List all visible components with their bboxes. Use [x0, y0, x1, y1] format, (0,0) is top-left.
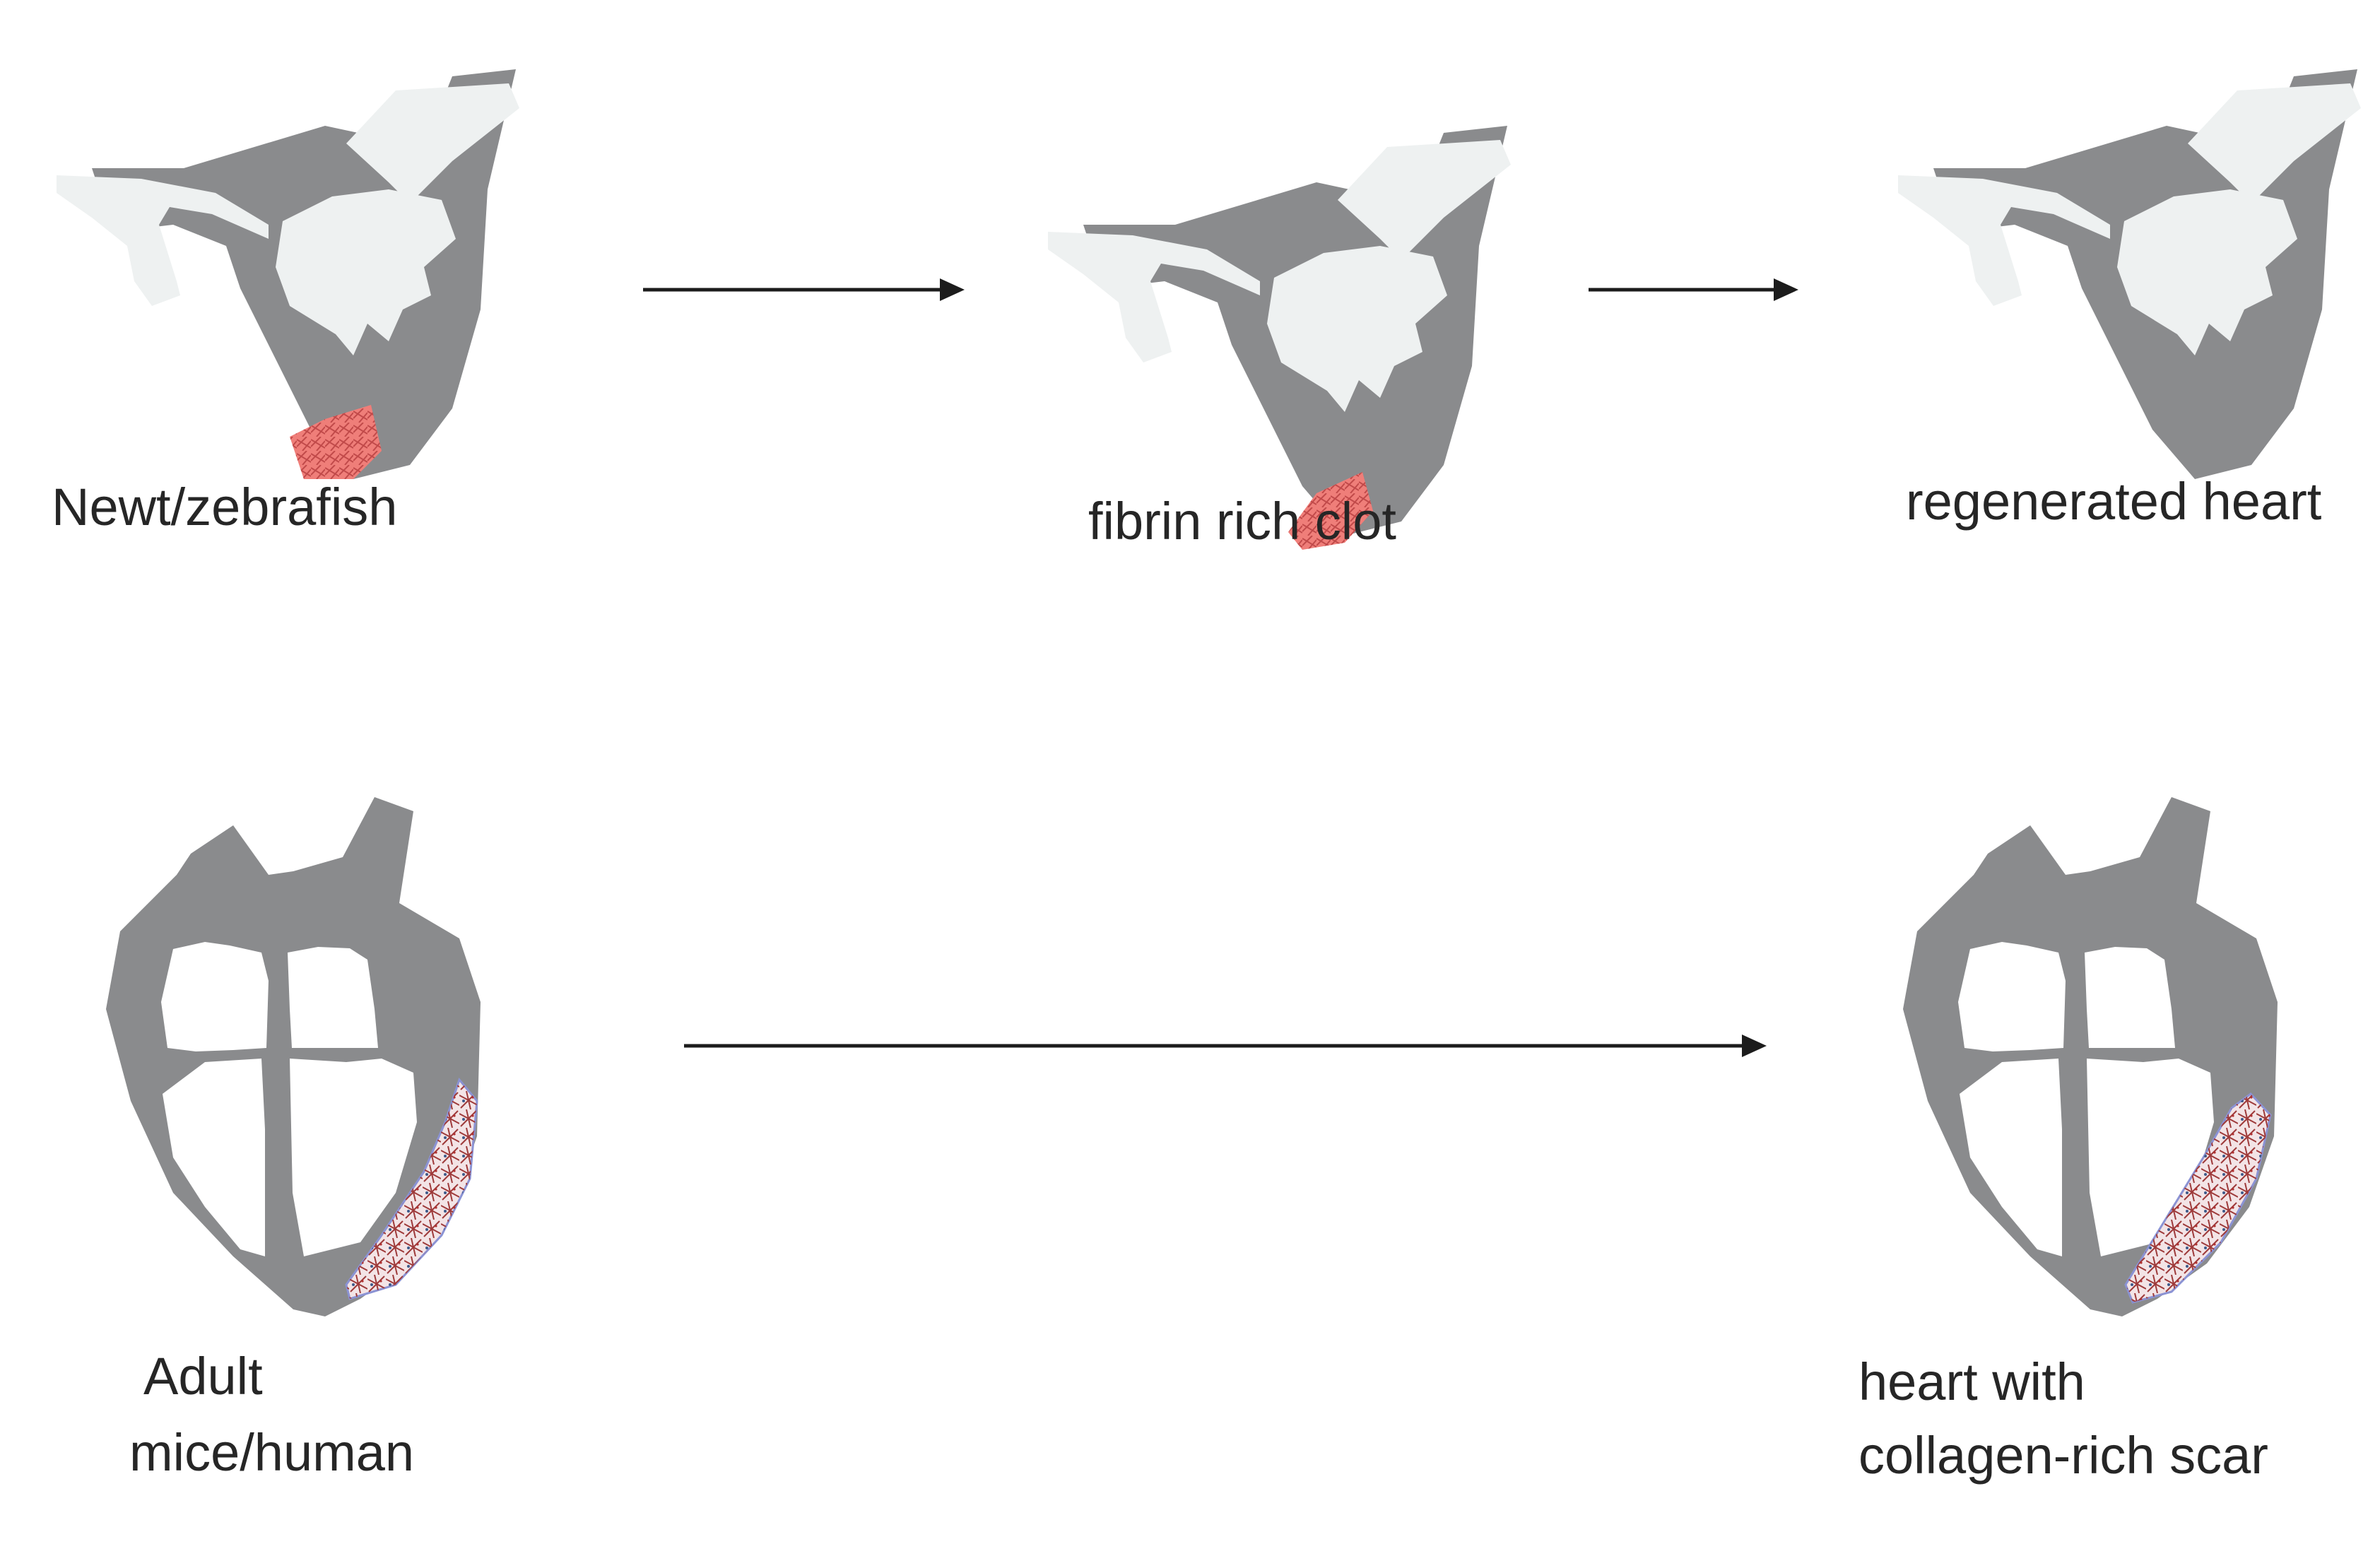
label-regenerated-heart: regenerated heart — [1906, 472, 2322, 531]
scarred-heart — [1903, 797, 2278, 1316]
adult-mammalian-injured-heart — [106, 797, 481, 1316]
label-newt-zebrafish: Newt/zebrafish — [52, 478, 398, 536]
label-fibrin-rich-clot: fibrin rich clot — [1088, 492, 1396, 550]
label-scar-line2: collagen-rich scar — [1858, 1426, 2268, 1485]
arrow-injury-to-scar — [684, 1035, 1767, 1057]
newt-zebrafish-injured-heart — [57, 69, 519, 479]
label-adult-line2: mice/human — [129, 1423, 415, 1482]
regenerated-heart — [1898, 69, 2361, 479]
fibrin-clot-heart — [1048, 126, 1511, 550]
arrow-injury-to-clot — [643, 278, 965, 301]
label-scar-line1: heart with — [1858, 1353, 2085, 1411]
arrow-clot-to-regeneration — [1589, 278, 1798, 301]
label-adult-line1: Adult — [143, 1347, 263, 1405]
